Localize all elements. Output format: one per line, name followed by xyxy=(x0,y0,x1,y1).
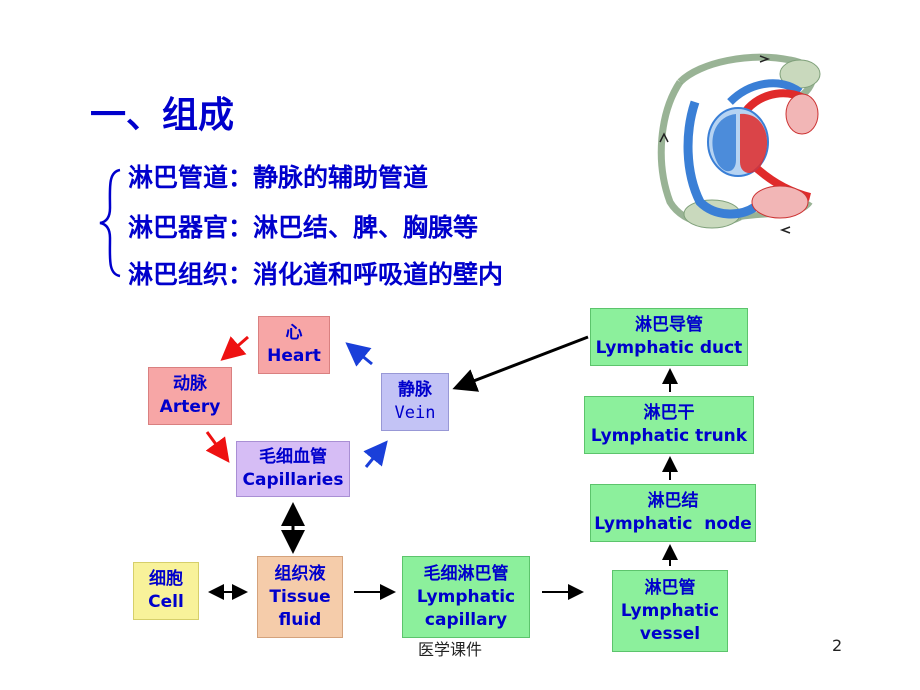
node-lymphatic-vessel-en1: Lymphatic xyxy=(620,600,720,621)
node-tissue-fluid-en1: Tissue xyxy=(269,586,331,607)
node-lymphatic-node-en: Lymphatic node xyxy=(594,514,752,534)
node-cell-zh: 细胞 xyxy=(149,569,183,589)
node-lymphatic-duct-en: Lymphatic duct xyxy=(595,338,743,358)
node-lymphatic-node-zh: 淋巴结 xyxy=(647,491,699,511)
node-tissue-fluid-zh: 组织液 xyxy=(274,563,326,584)
node-vein-en: Vein xyxy=(394,403,436,423)
node-lymphatic-duct: 淋巴导管 Lymphatic duct xyxy=(590,308,748,366)
node-lymphatic-capillary-zh: 毛细淋巴管 xyxy=(423,563,509,584)
arrow-capillaries-to-vein xyxy=(363,440,388,468)
node-lymphatic-vessel-zh: 淋巴管 xyxy=(644,577,696,598)
node-cell: 细胞 Cell xyxy=(133,562,199,620)
node-vein-zh: 静脉 xyxy=(398,380,432,400)
arrow-artery-to-capillaries xyxy=(205,431,230,463)
brace-icon xyxy=(99,168,121,278)
node-tissue-fluid: 组织液 Tissue fluid xyxy=(257,556,343,638)
node-lymphatic-vessel: 淋巴管 Lymphatic vessel xyxy=(612,570,728,652)
node-heart: 心 Heart xyxy=(258,316,330,374)
item-lymphatic-vessels: 淋巴管道：静脉的辅助管道 xyxy=(128,163,429,192)
node-lymphatic-node: 淋巴结 Lymphatic node xyxy=(590,484,756,542)
arrow-heart-to-artery xyxy=(220,335,249,361)
item-lymphatic-tissue: 淋巴组织：消化道和呼吸道的壁内 xyxy=(128,260,504,289)
node-vein: 静脉 Vein xyxy=(381,373,449,431)
node-lymphatic-capillary-en1: Lymphatic xyxy=(416,586,516,607)
node-artery: 动脉 Artery xyxy=(148,367,232,425)
node-lymphatic-trunk: 淋巴干 Lymphatic trunk xyxy=(584,396,754,454)
node-lymphatic-capillary-en2: capillary xyxy=(424,609,508,630)
node-heart-en: Heart xyxy=(267,346,321,366)
node-capillaries: 毛细血管 Capillaries xyxy=(236,441,350,497)
node-lymphatic-vessel-en2: vessel xyxy=(639,623,701,644)
node-heart-zh: 心 xyxy=(285,323,303,343)
node-lymphatic-trunk-en: Lymphatic trunk xyxy=(590,426,748,446)
node-capillaries-zh: 毛细血管 xyxy=(259,447,327,467)
slide-footer: 医学课件 xyxy=(418,640,483,659)
node-lymphatic-trunk-zh: 淋巴干 xyxy=(643,403,695,423)
node-artery-en: Artery xyxy=(159,397,221,417)
arrow-duct-to-vein xyxy=(452,335,589,392)
node-lymphatic-duct-zh: 淋巴导管 xyxy=(635,315,703,335)
page-number: 2 xyxy=(832,636,843,655)
lymphatic-circulation-figure xyxy=(657,53,821,234)
node-lymphatic-capillary: 毛细淋巴管 Lymphatic capillary xyxy=(402,556,530,638)
node-artery-zh: 动脉 xyxy=(173,374,207,394)
item-lymphatic-organs: 淋巴器官：淋巴结、脾、胸腺等 xyxy=(128,213,479,242)
node-tissue-fluid-en2: fluid xyxy=(278,609,322,630)
node-capillaries-en: Capillaries xyxy=(242,470,344,490)
node-cell-en: Cell xyxy=(148,592,184,612)
arrow-vein-to-heart xyxy=(345,342,373,367)
slide-title: 一、组成 xyxy=(90,95,235,136)
